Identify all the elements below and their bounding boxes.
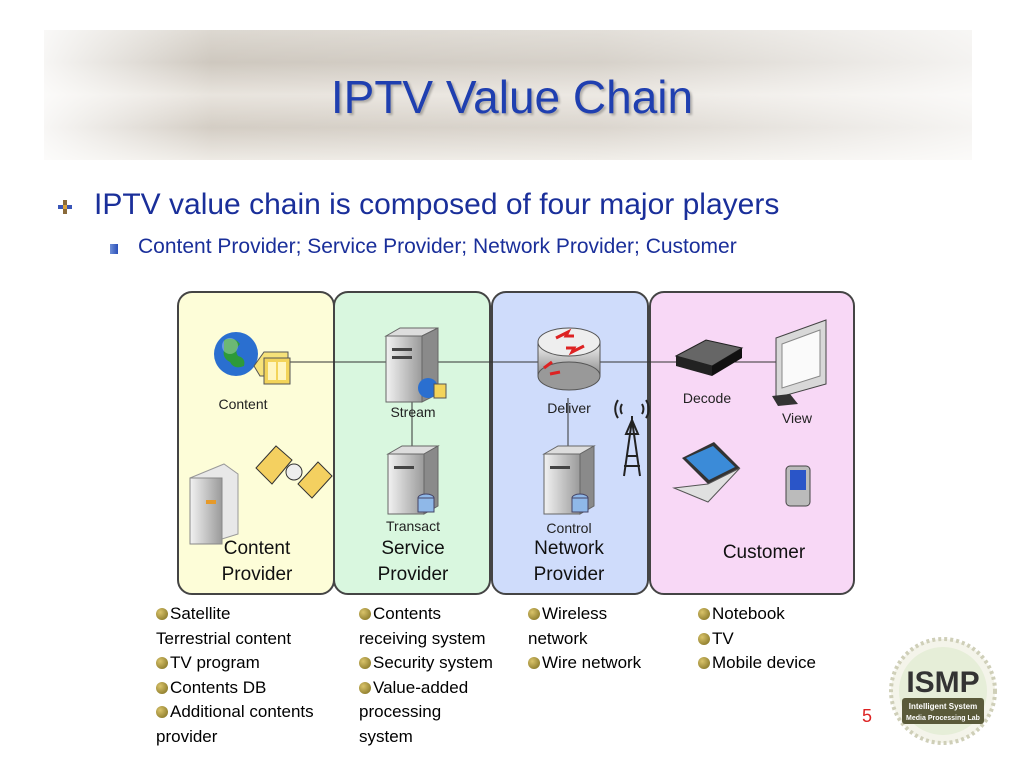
panel-label-line1: Network — [534, 538, 604, 559]
bullet-main-text: IPTV value chain is composed of four maj… — [94, 188, 780, 221]
panel-label-line1: Service — [381, 538, 445, 559]
network-provider-list: Wireless network Wire network — [528, 602, 641, 676]
list-item: Notebook — [698, 602, 816, 627]
page-number: 5 — [862, 706, 873, 726]
list-item: Contents — [359, 602, 493, 627]
list-item: Wire network — [528, 651, 641, 676]
mobile-device-icon — [785, 465, 811, 507]
panel-label-customer: Customer — [684, 540, 844, 566]
bullet-dot-icon — [698, 632, 710, 645]
antenna-icon — [614, 399, 650, 477]
control-server-icon — [542, 445, 596, 515]
bullet-icon — [58, 200, 72, 214]
logo-mark: ISMP — [906, 666, 979, 699]
panel-label-line2: Provider — [221, 564, 293, 585]
bullet-dot-icon — [698, 608, 710, 620]
list-item: Terrestrial content — [156, 628, 292, 648]
list-item: provider — [156, 726, 218, 746]
list-item: Additional contents — [156, 700, 314, 725]
panel-label-line1: Content — [223, 538, 291, 559]
bullet-dot-icon — [528, 657, 540, 669]
panel-network-provider — [491, 291, 649, 595]
lab-logo: ISMP Intelligent System Media Processing… — [889, 637, 997, 745]
node-label-stream: Stream — [390, 404, 436, 420]
panel-label-line2: Provider — [533, 564, 605, 585]
node-label-view: View — [781, 410, 813, 426]
service-provider-list: Contents receiving system Security syste… — [359, 602, 493, 749]
slide-title: IPTV Value Chain — [330, 71, 694, 123]
node-label-transact: Transact — [386, 518, 440, 534]
laptop-icon — [672, 442, 741, 503]
header-banner — [44, 30, 972, 160]
value-chain-svg — [177, 291, 855, 595]
bullet-dot-icon — [698, 657, 710, 669]
node-label-deliver: Deliver — [547, 400, 591, 416]
content-provider-list: Satellite Terrestrial content TV program… — [156, 602, 314, 749]
list-item: Wireless — [528, 602, 641, 627]
list-item: Value-added — [359, 676, 493, 701]
panel-label-line2: Provider — [377, 564, 449, 585]
list-item: TV — [698, 627, 816, 652]
transact-server-icon — [386, 445, 440, 515]
bullet-dot-icon — [156, 657, 168, 669]
router-icon — [537, 327, 601, 391]
bullet-dot-icon — [359, 657, 371, 669]
list-item: receiving system — [359, 628, 486, 648]
list-item: Security system — [359, 651, 493, 676]
bullet-dot-icon — [156, 681, 168, 694]
value-chain-diagram: Content Stream Deliver Decode View Trans… — [172, 288, 860, 600]
set-top-box-icon — [674, 339, 744, 376]
logo-line1: Intelligent System — [909, 702, 977, 711]
sub-bullet-icon — [110, 244, 118, 254]
list-item: system — [359, 726, 413, 746]
node-label-content: Content — [218, 396, 268, 412]
header-banner-overlay — [44, 30, 972, 160]
globe-icon — [214, 332, 258, 376]
content-server-icon — [189, 463, 239, 545]
node-label-decode: Decode — [682, 390, 732, 406]
panel-label-line1: Customer — [722, 542, 806, 563]
film-icon — [253, 351, 291, 385]
list-item: Contents DB — [156, 676, 314, 701]
bullet-dot-icon — [156, 706, 168, 718]
tv-icon — [772, 319, 827, 406]
bullet-dot-icon — [528, 608, 540, 620]
satellite-icon — [255, 445, 333, 499]
bullet-dot-icon — [156, 608, 168, 620]
panel-label-network-provider: Network Provider — [504, 536, 634, 588]
stream-server-icon — [384, 327, 447, 403]
list-item: processing — [359, 702, 442, 721]
customer-list: Notebook TV Mobile device — [698, 602, 816, 676]
bullet-dot-icon — [359, 608, 371, 620]
list-item: network — [528, 628, 588, 648]
bullet-dot-icon — [359, 681, 371, 694]
list-item: Satellite — [156, 602, 314, 627]
list-item: TV program — [156, 651, 314, 676]
node-label-control: Control — [546, 520, 592, 536]
logo-line2: Media Processing Lab — [906, 715, 980, 722]
bullet-sub-text: Content Provider; Service Provider; Netw… — [138, 235, 737, 258]
panel-label-content-provider: Content Provider — [192, 536, 322, 588]
list-item: Mobile device — [698, 651, 816, 676]
panel-label-service-provider: Service Provider — [348, 536, 478, 588]
